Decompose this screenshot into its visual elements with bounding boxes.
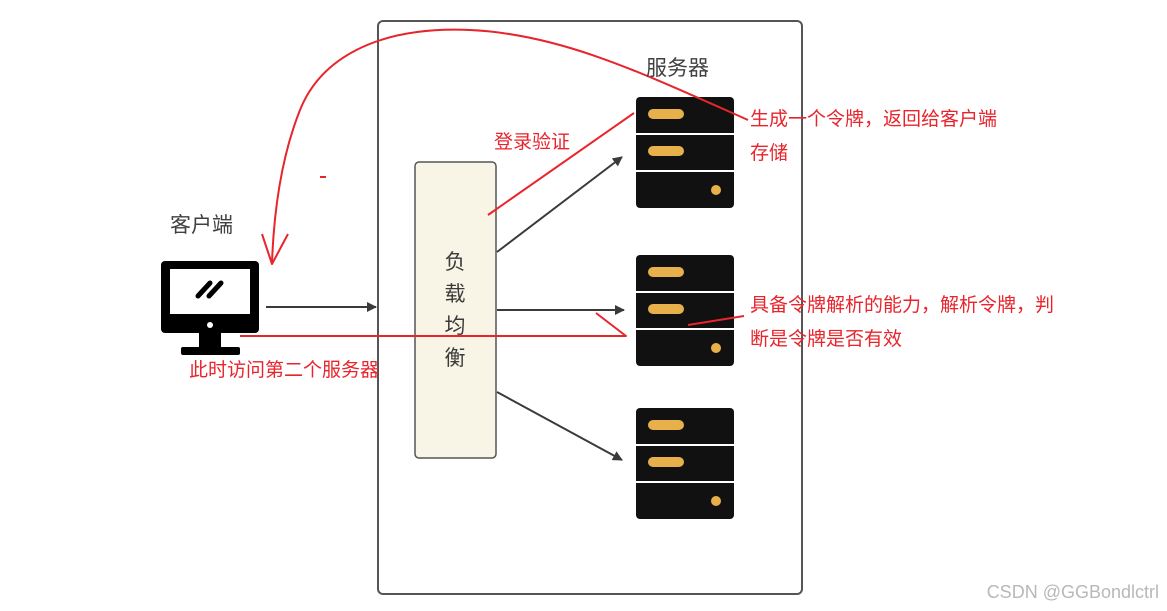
balancer-to-server-top-arrow xyxy=(496,156,623,253)
server-icon-top xyxy=(636,97,734,208)
server-group-label: 服务器 xyxy=(646,56,709,80)
server-icon-middle xyxy=(636,255,734,366)
visit-second-server-annotation: 此时访问第二个服务器 xyxy=(189,359,380,381)
balancer-to-server-bottom-arrow xyxy=(496,391,623,461)
token-return-red-arrowhead xyxy=(261,233,289,265)
parse-token-red-stroke xyxy=(687,315,745,326)
generate-token-annotation-line1: 生成一个令牌，返回给客户端 xyxy=(750,108,998,130)
generate-token-annotation-line2: 存储 xyxy=(750,142,789,164)
load-balancer-char: 载 xyxy=(444,282,466,306)
load-balancer-char: 均 xyxy=(444,314,466,338)
watermark: CSDN @GGBondlctrl xyxy=(986,582,1159,602)
login-verify-annotation: 登录验证 xyxy=(494,131,571,153)
visit-second-server-red-line xyxy=(240,312,627,337)
server-icon-bottom xyxy=(636,408,734,519)
server-group-frame xyxy=(377,20,803,595)
computer-icon xyxy=(161,261,259,355)
parse-token-annotation-line1: 具备令牌解析的能力，解析令牌，判 xyxy=(750,294,1055,316)
load-balancer-char: 负 xyxy=(444,250,466,274)
token-return-red-curve xyxy=(271,28,749,263)
load-balancer-box xyxy=(414,161,497,459)
parse-token-annotation-line2: 断是令牌是否有效 xyxy=(750,328,903,350)
login-verify-red-stroke xyxy=(487,112,635,216)
load-balancer-label: 负 载 均 衡 xyxy=(414,246,496,374)
client-label: 客户端 xyxy=(170,213,233,237)
load-balancer-char: 衡 xyxy=(444,346,466,370)
